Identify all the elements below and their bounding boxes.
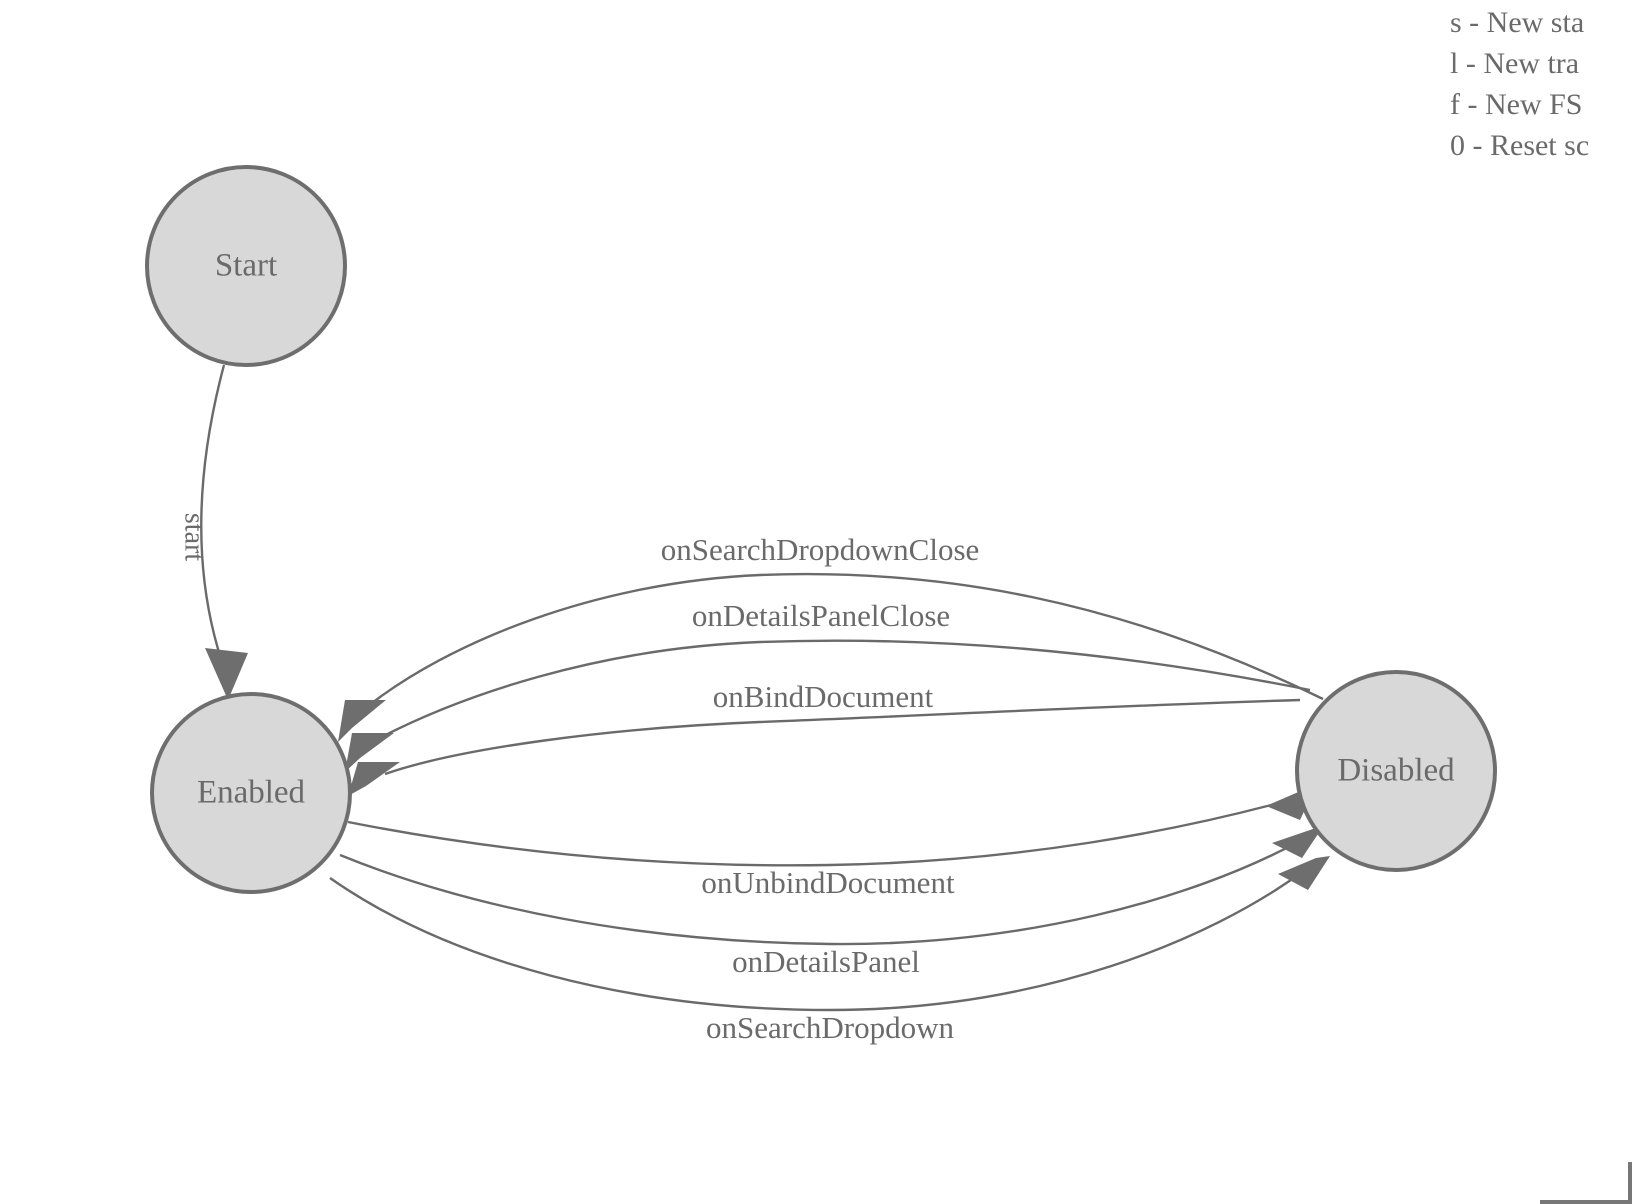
edge-label-onsearchdropdown: onSearchDropdown xyxy=(706,1010,954,1045)
edge-label-onsearchdropdownclose: onSearchDropdownClose xyxy=(661,532,980,567)
node-disabled-circle[interactable] xyxy=(1295,670,1497,872)
node-enabled[interactable]: Enabled xyxy=(150,692,352,894)
edge-path-onunbinddocument xyxy=(347,798,1291,867)
edge-disabled-to-enabled-detailspanelclose[interactable] xyxy=(345,639,1311,772)
edge-path-ondetailspanel xyxy=(339,840,1299,946)
edge-enabled-to-disabled-unbinddocument[interactable] xyxy=(347,784,1317,867)
edge-path-ondetailspanelclose xyxy=(371,639,1311,744)
canvas-edge-horizontal xyxy=(1540,1200,1632,1204)
edge-enabled-to-disabled-detailspanel[interactable] xyxy=(339,825,1324,946)
node-start-label: Start xyxy=(215,248,277,284)
edge-path-onsearchdropdownclose xyxy=(362,572,1324,711)
edge-start-to-enabled[interactable] xyxy=(200,364,248,700)
edge-path-start xyxy=(200,364,226,663)
arrowhead-onsearchdropdown xyxy=(1278,856,1330,890)
node-enabled-circle[interactable] xyxy=(150,692,352,894)
node-disabled-label: Disabled xyxy=(1337,753,1455,789)
arrowhead-ondetailspanelclose xyxy=(345,733,394,772)
edge-path-onsearchdropdown xyxy=(329,869,1306,1012)
edge-enabled-to-disabled-searchdropdown[interactable] xyxy=(329,856,1330,1012)
edge-label-onbinddocument: onBindDocument xyxy=(713,679,934,714)
arrowhead-ondetailspanel xyxy=(1272,825,1324,858)
arrowhead-onsearchdropdownclose xyxy=(338,700,386,742)
arrowhead-onbinddocument xyxy=(348,762,400,796)
edge-label-ondetailspanel: onDetailsPanel xyxy=(732,944,920,979)
edge-disabled-to-enabled-searchdropdownclose[interactable] xyxy=(338,572,1324,742)
edge-label-ondetailspanelclose: onDetailsPanelClose xyxy=(692,598,950,633)
canvas-edge-vertical xyxy=(1628,1162,1632,1204)
edge-label-start: start xyxy=(179,513,210,561)
arrowhead-start-enabled xyxy=(205,648,248,700)
edge-disabled-to-enabled-binddocument[interactable] xyxy=(348,698,1301,796)
node-start-circle[interactable] xyxy=(145,165,347,367)
node-enabled-label: Enabled xyxy=(197,775,306,811)
node-disabled[interactable]: Disabled xyxy=(1295,670,1497,872)
node-start[interactable]: Start xyxy=(145,165,347,367)
edge-path-onbinddocument xyxy=(384,698,1301,776)
edge-label-onunbinddocument: onUnbindDocument xyxy=(701,865,955,900)
